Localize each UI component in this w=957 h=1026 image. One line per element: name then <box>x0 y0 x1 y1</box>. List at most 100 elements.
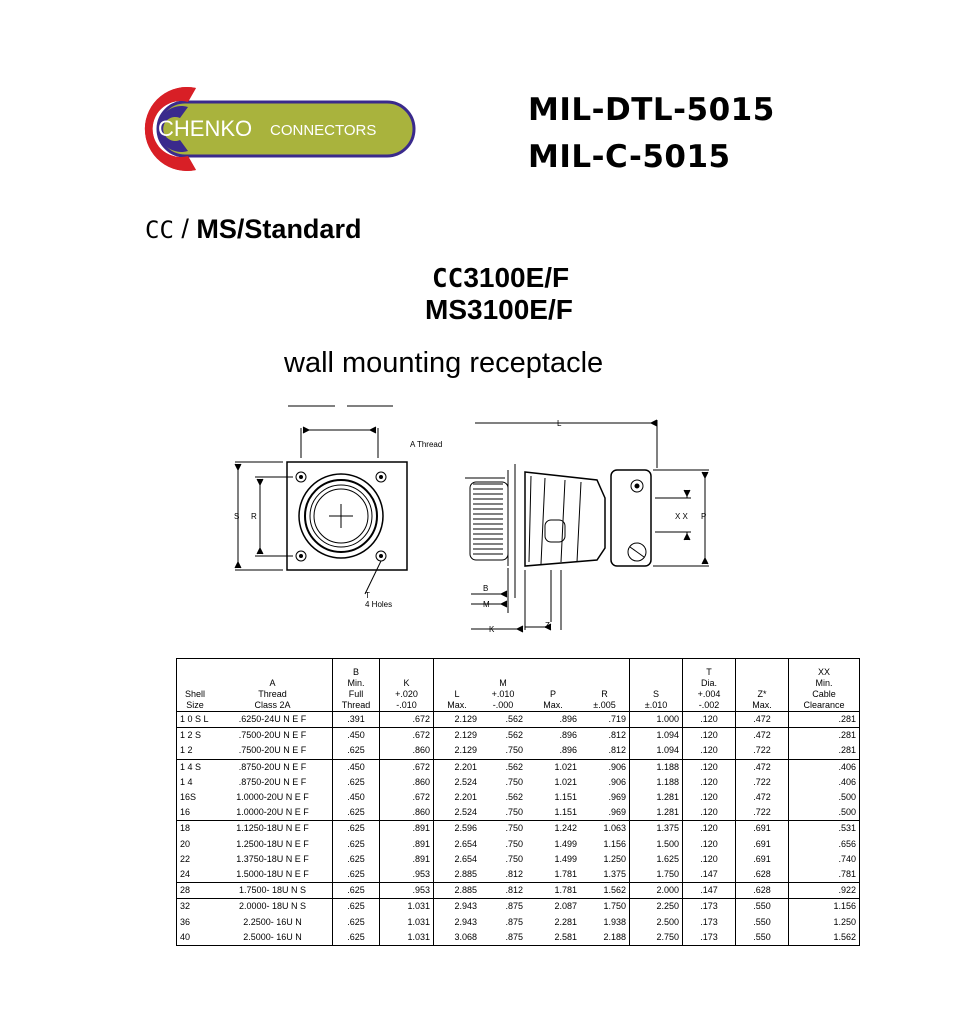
column-header-line: Clearance <box>803 700 845 710</box>
column-header-line: -.000 <box>492 700 514 710</box>
front-view <box>234 405 408 595</box>
table-cell: 2.087 <box>554 901 577 912</box>
table-cell: 1.188 <box>629 759 683 775</box>
table-cell: 2.000 <box>629 882 683 900</box>
table-cell: .562 <box>505 730 523 741</box>
table-cell: .472 <box>735 759 789 775</box>
table-cell: 1 2 <box>176 743 213 760</box>
table-cell: .625 <box>332 774 380 790</box>
label-k: K <box>489 625 495 634</box>
table-cell: 1.1250-18U N E F <box>236 823 309 834</box>
side-view <box>465 419 709 633</box>
table-cell: 1.3750-18U N E F <box>236 853 309 864</box>
table-cell: 2.654 <box>433 836 480 852</box>
table-cell: .6250-24U N E F <box>213 711 333 729</box>
table-cell: 1.031 <box>379 898 434 915</box>
column-header: K+.020-.010 <box>379 658 434 712</box>
table-cell: .672 <box>379 727 434 744</box>
table-cell: .906 <box>608 761 626 772</box>
table-cell: 22 <box>180 853 191 864</box>
table-cell: .750 <box>480 743 526 760</box>
table-cell: .472 <box>735 789 789 806</box>
column-header-line: Thread <box>341 700 371 710</box>
label-s: S <box>234 512 239 521</box>
column-header-line: ±.005 <box>593 700 616 710</box>
table-cell: 1.499 <box>554 838 577 849</box>
table-cell: .406 <box>788 759 860 775</box>
table-cell: 1.156 <box>603 838 626 849</box>
table-cell: .691 <box>735 851 789 867</box>
table-cell: 1.250 <box>603 853 626 864</box>
label-m: M <box>483 600 490 609</box>
column-header-line: ±.010 <box>644 700 668 710</box>
table-cell: .953 <box>379 866 434 884</box>
table-cell: 1.188 <box>629 774 683 790</box>
table-cell: 2.188 <box>580 929 630 946</box>
table-cell: 1.151 <box>554 792 577 803</box>
table-cell: .750 <box>505 853 523 864</box>
table-cell: .562 <box>505 761 523 772</box>
logo-banner <box>156 100 416 158</box>
table-cell: .969 <box>580 805 630 822</box>
column-header-line: Z* <box>757 689 767 699</box>
table-cell: 2.129 <box>433 743 480 760</box>
table-cell: 1.094 <box>629 743 683 760</box>
label-t: T <box>365 591 370 600</box>
table-cell: 40 <box>176 929 213 946</box>
table-cell: 2.2500- 16U N <box>243 916 302 927</box>
table-cell: .860 <box>379 805 434 822</box>
table-cell: 2.201 <box>433 789 480 806</box>
table-cell: 1.250 <box>788 914 860 930</box>
table-cell: 24 <box>176 866 213 884</box>
table-cell: .891 <box>379 820 434 837</box>
table-cell: .719 <box>580 711 630 729</box>
table-cell: .625 <box>332 898 380 915</box>
table-cell: .550 <box>735 914 789 930</box>
table-cell: 2.250 <box>629 898 683 915</box>
table-cell: 1.2500-18U N E F <box>236 838 309 849</box>
column-header-line: -.002 <box>698 700 720 710</box>
table-cell: .550 <box>735 898 789 915</box>
column-header-line: Full <box>348 689 364 699</box>
table-cell: .406 <box>788 774 860 790</box>
table-cell: .173 <box>682 898 736 915</box>
table-cell: 1.151 <box>526 805 580 822</box>
table-cell: 1 0 S L <box>176 711 213 729</box>
table-cell: 2.500 <box>629 914 683 930</box>
part-number-ms: MS3100E/F <box>425 294 573 325</box>
column-header: S±.010 <box>629 658 683 712</box>
table-cell: .625 <box>332 820 380 837</box>
table-cell: 2.524 <box>433 805 480 822</box>
table-cell: .147 <box>682 882 736 900</box>
table-cell: .875 <box>505 901 523 912</box>
table-cell: 1.375 <box>629 820 683 837</box>
table-cell: .147 <box>682 866 736 884</box>
table-cell: .562 <box>505 792 523 803</box>
column-header-line: Shell <box>184 689 205 699</box>
column-header-line: K <box>403 678 410 688</box>
table-cell: .812 <box>580 743 630 760</box>
table-cell: .625 <box>332 882 380 900</box>
table-cell: .550 <box>735 929 789 946</box>
table-cell: .120 <box>682 789 736 806</box>
column-header-line: Class 2A <box>254 700 291 710</box>
table-cell: .500 <box>788 789 860 806</box>
part-number-cc-rest: 3100E/F <box>463 262 570 293</box>
table-cell: .896 <box>526 711 580 729</box>
column-header-line: R <box>601 689 608 699</box>
table-cell: 1.750 <box>629 866 683 884</box>
table-cell: .562 <box>480 711 526 729</box>
column-header-line: B <box>352 667 359 677</box>
table-cell: .781 <box>788 866 860 884</box>
